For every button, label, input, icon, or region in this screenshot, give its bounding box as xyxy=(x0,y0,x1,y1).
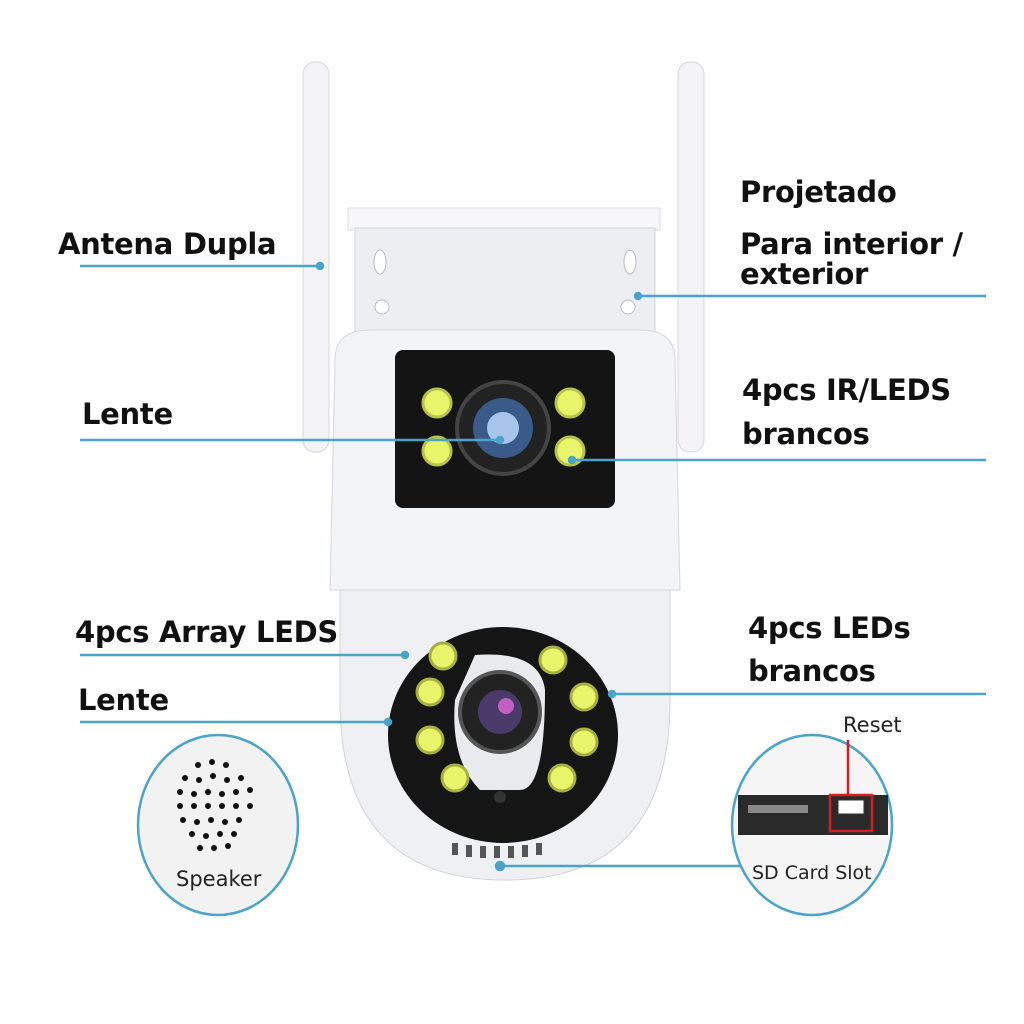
left-antenna xyxy=(302,61,330,453)
label-lens-top: Lente xyxy=(82,397,173,431)
speaker-grille-icon xyxy=(177,759,253,851)
callout-lines xyxy=(80,261,986,872)
label-ir-leds-2: brancos xyxy=(742,417,870,451)
sd-slot-icon xyxy=(748,805,808,813)
label-antenna: Antena Dupla xyxy=(58,227,277,261)
label-white-leds-2: brancos xyxy=(748,654,876,688)
label-designed-3: exterior xyxy=(740,257,868,291)
right-antenna xyxy=(677,61,705,453)
label-reset: Reset xyxy=(843,713,902,737)
upper-leds xyxy=(421,387,586,467)
reset-highlight xyxy=(828,793,874,833)
label-array-leds: 4pcs Array LEDS xyxy=(75,615,338,649)
mount-bracket xyxy=(354,227,656,339)
sd-card-inset xyxy=(730,733,894,917)
speaker-inset xyxy=(136,733,300,917)
label-designed-1: Projetado xyxy=(740,175,897,209)
label-ir-leds-1: 4pcs IR/LEDS xyxy=(742,373,951,407)
label-speaker: Speaker xyxy=(176,867,262,891)
label-white-leds-1: 4pcs LEDs xyxy=(748,611,911,645)
label-designed-2: Para interior / xyxy=(740,227,963,261)
lower-leds xyxy=(415,641,599,793)
mount-top xyxy=(347,207,661,231)
label-lens-bottom: Lente xyxy=(78,683,169,717)
label-sd-card-slot: SD Card Slot xyxy=(752,862,872,884)
